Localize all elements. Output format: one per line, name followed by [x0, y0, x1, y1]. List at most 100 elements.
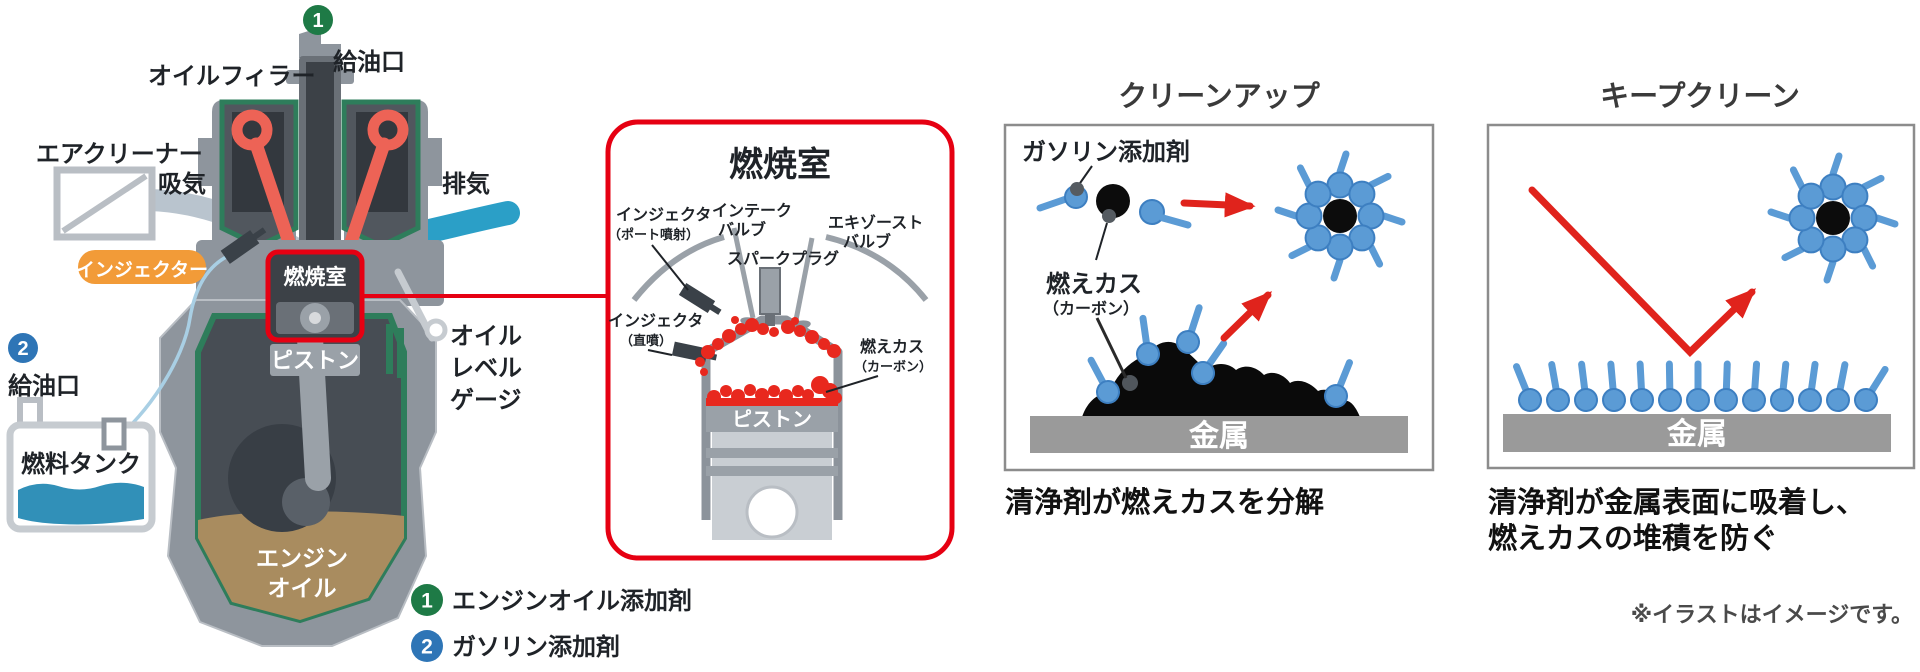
- cleanup-title: クリーンアップ: [1118, 80, 1321, 113]
- oil-filler-neck: [299, 27, 341, 58]
- direct-injector-pointer: [647, 349, 673, 356]
- detail-piston-label: ピストン: [732, 408, 812, 431]
- legend-2-icon: [411, 630, 443, 662]
- keepclean-caption-line2: 燃えカスの堆積を防ぐ: [1488, 522, 1778, 555]
- oil-level-label-3: ゲージ: [450, 387, 522, 414]
- additive-molecule-tail: [1036, 195, 1070, 212]
- air-cleaner-filter: [61, 173, 148, 234]
- engine-oil-label-line2: オイル: [268, 575, 337, 601]
- piston-label: ピストン: [271, 348, 359, 373]
- detail-carbon-pointer: [825, 375, 879, 393]
- cleanup-carbon-label-1: 燃えカス: [1046, 271, 1142, 298]
- fuel-liquid: [18, 482, 144, 525]
- deflect-arrow: [1528, 186, 1757, 357]
- intake-valve-label-1: インテーク: [712, 202, 792, 220]
- keepclean-caption-line1: 清浄剤が金属表面に吸着し、: [1488, 485, 1865, 519]
- wrist-pin-hole: [745, 485, 799, 539]
- fuel-port-left-label: 給油口: [8, 372, 80, 400]
- exhaust-valve-label-2: バルブ: [843, 232, 891, 251]
- direct-injector-label-1: インジェクタ: [608, 312, 703, 330]
- engine-oil-pool: [198, 511, 404, 620]
- fuel-port-top-label: 給油口: [333, 48, 405, 76]
- carbon-particle: [1096, 184, 1130, 218]
- legend-1-label: エンジンオイル添加剤: [452, 587, 692, 615]
- additive-polar-dot-1: [1070, 182, 1084, 196]
- intake-valve-label-2: バルブ: [718, 220, 766, 239]
- direct-injector-label-2: （直噴）: [620, 333, 672, 348]
- injector-tag-pill: [78, 250, 206, 284]
- engine-lug-right: [426, 138, 442, 186]
- free-molecule-head: [1139, 199, 1165, 225]
- gasoline-additive-label: ガソリン添加剤: [1022, 138, 1190, 166]
- intake-port-arc: [631, 234, 725, 302]
- oil-level-label-2: レベル: [450, 355, 522, 382]
- illustration-note: ※イラストはイメージです。: [1631, 602, 1913, 627]
- detail-title: 燃焼室: [729, 145, 831, 184]
- air-cleaner-label: エアクリーナー: [36, 141, 203, 168]
- filler-tube-bore: [306, 62, 334, 270]
- carbon-deposits-roof: [695, 316, 841, 376]
- gasoline-additive-pointer: [1077, 165, 1093, 187]
- free-molecule-tail: [1159, 214, 1192, 229]
- legend-1-num: 1: [421, 590, 433, 613]
- port-injector-label-2: （ポート噴射）: [608, 227, 699, 242]
- oil-filler-label: オイルフィラー: [148, 63, 316, 90]
- pile-polar-dot: [1122, 375, 1138, 391]
- metal-bar-keepclean: [1503, 414, 1891, 452]
- carbon-label-pointer: [1095, 222, 1108, 261]
- cleanup-carbon-label-2: （カーボン）: [1043, 300, 1139, 318]
- intake-valve-stem: [731, 227, 756, 319]
- exhaust-port-arc: [825, 234, 929, 302]
- legend-2-num: 2: [421, 636, 433, 659]
- spark-plug-body: [759, 267, 781, 315]
- piston-body: [270, 344, 360, 376]
- metal-label-keepclean: 金属: [1666, 417, 1727, 451]
- fuel-tank-label: 燃料タンク: [21, 451, 141, 478]
- badge-1-icon: [303, 5, 333, 35]
- combustion-pin-center: [309, 312, 321, 324]
- legend-2-label: ガソリン添加剤: [452, 633, 620, 661]
- badge-2-num: 2: [17, 338, 28, 360]
- detail-box: [605, 119, 955, 561]
- piston-ring-2: [706, 466, 838, 476]
- metal-bar-cleanup: [1030, 416, 1408, 453]
- cleanup-panel: クリーンアップ ガソリン添加剤 燃えカス （カーボン） 金属 清浄剤が燃えカスを…: [1003, 80, 1435, 519]
- piston-ring-1: [706, 448, 838, 458]
- detail-carbon-label-2: （カーボン）: [854, 359, 932, 374]
- badge-1-num: 1: [312, 10, 323, 32]
- port-injector-pointer: [651, 244, 689, 291]
- intake-label: 吸気: [158, 170, 206, 198]
- fuel-pickup: [101, 417, 127, 451]
- cleanup-arrow-1: [1180, 192, 1256, 218]
- spark-plug-label: スパークプラグ: [727, 249, 839, 268]
- piston-ring-land-1: [712, 432, 832, 448]
- detail-carbon-label-1: 燃えカス: [860, 337, 924, 356]
- cleanup-arrow-2: [1220, 291, 1273, 342]
- gasket-stripe-2: [397, 328, 404, 378]
- carbon-deposits-piston: [706, 376, 842, 408]
- exhaust-label: 排気: [442, 170, 490, 198]
- injector-body: [220, 227, 267, 264]
- badge-2-icon: [8, 333, 38, 363]
- dipstick-handle: [424, 318, 448, 342]
- injector-tag-label: インジェクター: [76, 259, 208, 281]
- engine-oil-label-line1: エンジン: [256, 545, 348, 571]
- spark-plug-tip: [765, 314, 775, 326]
- piston-ring-land-2: [712, 458, 832, 466]
- legend: 1 エンジンオイル添加剤 2 ガソリン添加剤: [411, 584, 692, 662]
- additive-polar-dot-2: [1102, 209, 1116, 223]
- fuel-line: [112, 250, 239, 442]
- metal-label-cleanup: 金属: [1188, 419, 1249, 453]
- engine-lug-left: [198, 138, 214, 186]
- combustion-detail-panel: 燃焼室: [605, 119, 955, 561]
- exhaust-valve-stem: [793, 237, 815, 321]
- gasket-stripe-1: [386, 324, 393, 374]
- port-injector: [678, 283, 722, 315]
- engine-cutaway-illustration: エンジン オイル 燃焼室 ピストン インジェクター 燃料タンク: [6, 5, 692, 662]
- legend-1-icon: [411, 584, 443, 616]
- keepclean-title: キープクリーン: [1600, 80, 1800, 113]
- exhaust-valve-label-1: エキゾースト: [828, 214, 923, 232]
- port-injector-label-1: インジェクタ: [616, 206, 711, 224]
- rocker-arm-left: [249, 137, 296, 249]
